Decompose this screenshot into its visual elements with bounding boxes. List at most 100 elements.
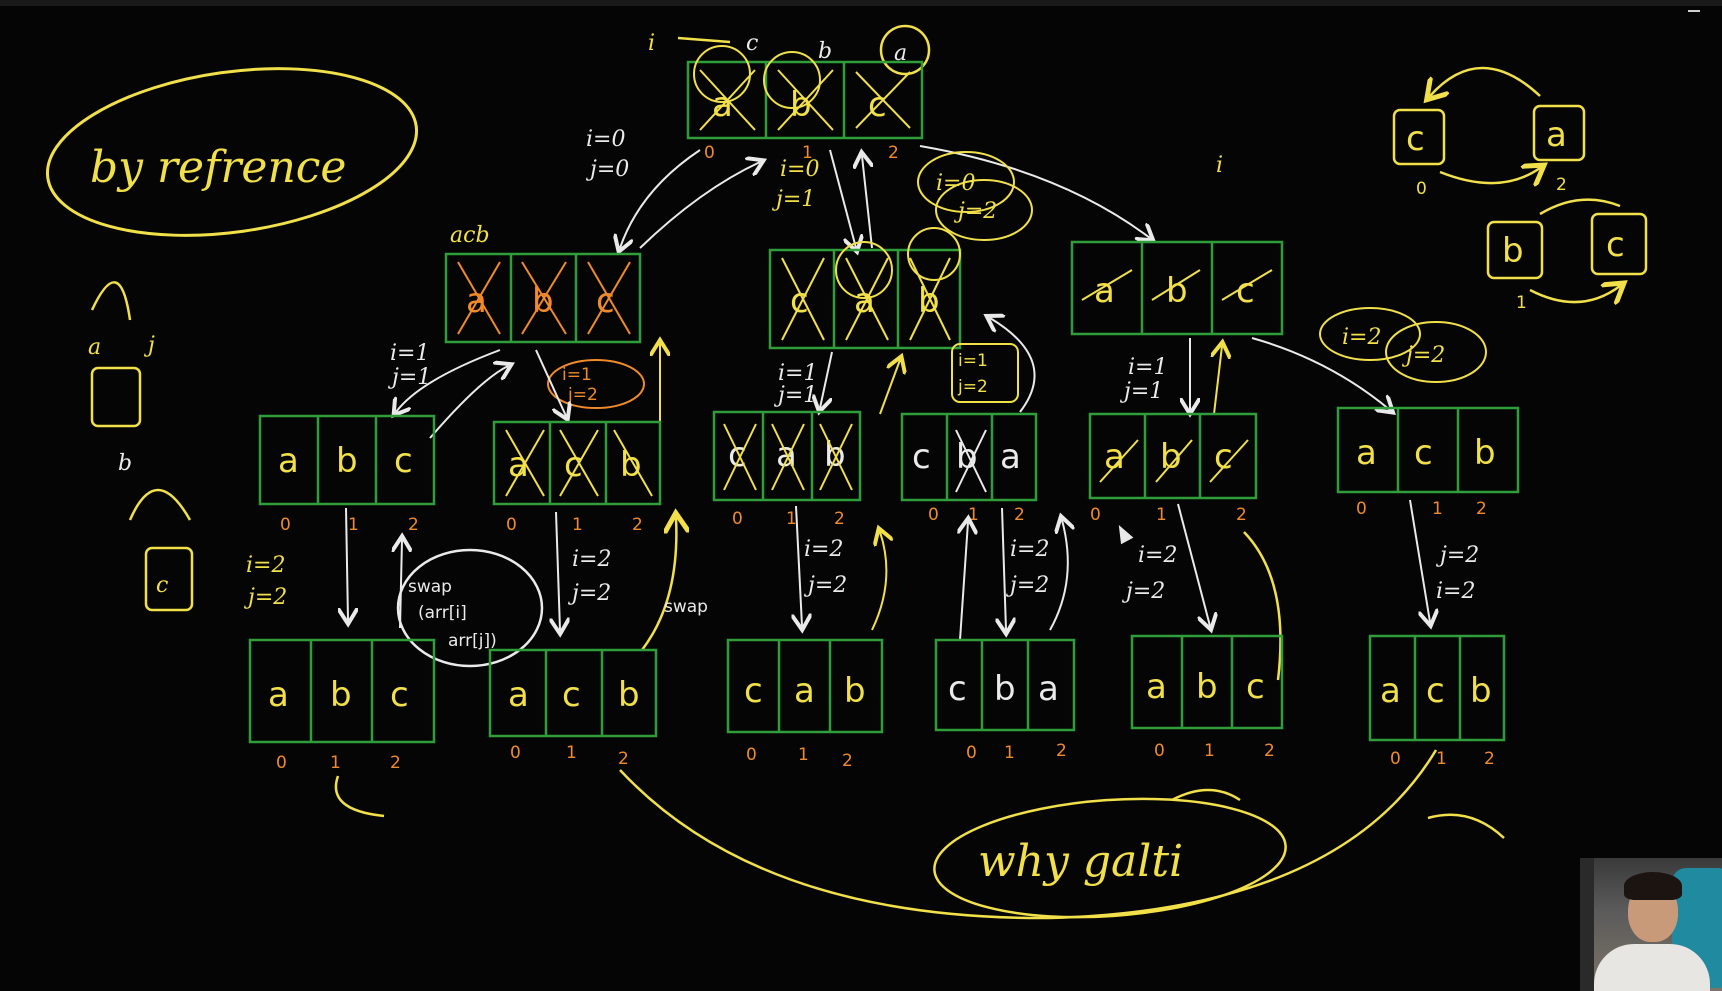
level2-5-cond-j: j=2 <box>1435 543 1479 568</box>
level1-2-cond3-j: j=2 <box>1401 343 1445 368</box>
leaf-4-index-0: 0 <box>1154 741 1165 761</box>
level2-5-index-0: 0 <box>1356 499 1367 519</box>
level1-2-cond-j: j=2 <box>953 199 997 224</box>
root-j0: j=0 <box>585 157 629 182</box>
level2-3-cond-i: i=2 <box>1010 537 1049 562</box>
leaf-1-index-1: 1 <box>566 743 577 763</box>
level2-node-4: a b c 0 1 2 i=2 j=2 <box>1090 414 1256 604</box>
leaf-2-index-1: 1 <box>798 745 809 765</box>
level2-0-cell-0: a <box>278 441 299 481</box>
level2-2-index-2: 2 <box>834 509 845 529</box>
leaf-4-index-2: 2 <box>1264 741 1275 761</box>
leaf-1-index-2: 2 <box>618 749 629 769</box>
root-top-letter-0: c <box>746 31 758 56</box>
level1-2-i-label: i <box>1216 153 1223 178</box>
level2-5-index-1: 1 <box>1432 499 1443 519</box>
level2-3-cell-0: c <box>912 437 931 477</box>
level1-1-cond2-j: j=1 <box>773 383 817 408</box>
leaf-4-cell-0: a <box>1146 667 1167 707</box>
leaf-0-cell-0: a <box>268 675 289 715</box>
webcam-frame <box>1580 858 1594 991</box>
level1-1-cond-i: i=0 <box>780 157 819 182</box>
level1-2-cell-1: b <box>1166 271 1188 311</box>
arrow-root-l1-1 <box>830 150 856 248</box>
level1-2-cond2-i: i=1 <box>1128 355 1167 380</box>
level2-node-2: c a b 0 1 2 i=2 j=2 <box>714 412 860 598</box>
level2-2-cond-i: i=2 <box>804 537 843 562</box>
leaf-3-index-1: 1 <box>1004 743 1015 763</box>
root-index-2: 2 <box>888 143 899 163</box>
level2-1-index-0: 0 <box>506 515 517 535</box>
root-i0: i=0 <box>586 127 625 152</box>
level2-1-index-2: 2 <box>632 515 643 535</box>
leaf-0-cell-2: c <box>390 675 409 715</box>
leaf-0-cell-1: b <box>330 675 352 715</box>
level1-0-cond-i: i=1 <box>390 341 429 366</box>
cycle-letter-a: a <box>1546 115 1567 155</box>
root-i-label: i <box>648 31 655 56</box>
level2-node-1: a c b 0 1 2 i=2 j=2 <box>494 422 660 606</box>
level2-5-cell-1: c <box>1414 433 1433 473</box>
swap-text-2: swap <box>664 597 708 617</box>
left-sketch: a j b c <box>88 282 192 610</box>
level2-3-index-2: 2 <box>1014 505 1025 525</box>
level2-0-cond-i: i=2 <box>246 553 285 578</box>
cycle-letter-c2: c <box>1606 225 1625 265</box>
leaf-1-index-0: 0 <box>510 743 521 763</box>
level2-0-index-0: 0 <box>280 515 291 535</box>
level2-0-cell-2: c <box>394 441 413 481</box>
level1-2-cond-i: i=0 <box>936 171 975 196</box>
level1-1-cell-1: a <box>854 281 875 321</box>
root-node: i c b a a b c 0 1 2 i=0 j=0 <box>585 26 929 182</box>
level2-4-index-1: 1 <box>1156 505 1167 525</box>
leaf-3-cell-2: a <box>1038 669 1059 709</box>
leaf-node-0: a b c 0 1 2 <box>250 640 434 816</box>
leaf-3-cell-1: b <box>994 669 1016 709</box>
level2-0-index-1: 1 <box>348 515 359 535</box>
left-sketch-a: a <box>88 335 101 360</box>
leaf-node-3: c b a 0 1 2 <box>936 640 1074 763</box>
level1-1-cell-0: c <box>790 281 809 321</box>
leaf-2-cell-0: c <box>744 671 763 711</box>
level2-5-cell-2: b <box>1474 433 1496 473</box>
left-sketch-j: j <box>143 333 155 358</box>
level2-0-index-2: 2 <box>408 515 419 535</box>
leaf-0-index-0: 0 <box>276 753 287 773</box>
level1-2-cond2-j: j=1 <box>1119 379 1163 404</box>
leaf-node-2: c a b 0 1 2 <box>728 640 882 771</box>
leaf-5-cell-1: c <box>1426 671 1445 711</box>
level2-1-cell-2: b <box>620 445 642 485</box>
level2-node-3: c b a 0 1 2 i=2 j=2 <box>902 414 1049 598</box>
left-sketch-c: c <box>156 573 168 598</box>
cycle-letter-c: c <box>1406 119 1425 159</box>
level2-3-index-1: 1 <box>968 505 979 525</box>
level2-1-index-1: 1 <box>572 515 583 535</box>
root-index-0: 0 <box>704 143 715 163</box>
swap-args-2: arr[j]) <box>448 631 497 651</box>
leaf-3-index-0: 0 <box>966 743 977 763</box>
left-sketch-b: b <box>118 451 132 476</box>
level1-0-overlay: acb <box>450 223 490 248</box>
level2-5-index-2: 2 <box>1476 499 1487 519</box>
cycle-idx-1: 1 <box>1516 293 1527 313</box>
level2-0-cond-j: j=2 <box>243 585 287 610</box>
level2-2-index-0: 0 <box>732 509 743 529</box>
level2-2-cond-j: j=2 <box>803 573 847 598</box>
leaf-2-index-0: 0 <box>746 745 757 765</box>
why-galti-text: why galti <box>978 836 1183 887</box>
leaf-0-index-1: 1 <box>330 753 341 773</box>
leaf-5-index-1: 1 <box>1436 749 1447 769</box>
level1-node-0: acb a b c i=1 j=1 i=1 j=2 <box>387 223 644 408</box>
leaf-3-cell-0: c <box>948 669 967 709</box>
level1-2-cond3-i: i=2 <box>1342 325 1381 350</box>
level1-1-cond-j: j=1 <box>771 187 815 212</box>
level2-1-cond-i: i=2 <box>572 547 611 572</box>
leaf-node-4: a b c 0 1 2 <box>1132 636 1282 761</box>
level2-node-5: a c b 0 1 2 j=2 i=2 <box>1338 408 1518 604</box>
swap-text: swap <box>408 577 452 597</box>
level1-0-cond2-i: i=1 <box>562 365 592 385</box>
root-top-letter-1: b <box>818 39 832 64</box>
leaf-2-index-2: 2 <box>842 751 853 771</box>
level2-4-cell-2: c <box>1214 437 1233 477</box>
webcam-person-body <box>1594 944 1710 991</box>
